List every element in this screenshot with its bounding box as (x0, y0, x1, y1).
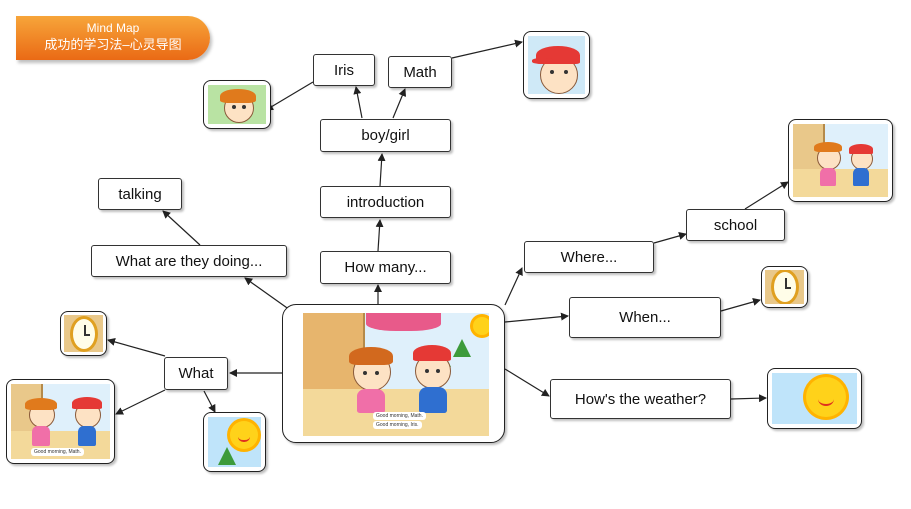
sun-thumb-right (767, 368, 862, 429)
arrow-whatdoing-talking (162, 210, 201, 246)
node-iris: Iris (313, 54, 375, 86)
arrow-weather-sun (730, 394, 767, 403)
node-when-label: When... (619, 309, 671, 326)
node-where-label: Where... (560, 248, 618, 266)
arrow-intro-boygirl (377, 153, 386, 187)
node-introduction: introduction (320, 186, 451, 218)
kids-scene-caption: Good morning, Math. (31, 448, 84, 456)
node-math: Math (388, 56, 452, 88)
arrow-center-when (504, 312, 569, 323)
node-how-many: How many... (320, 251, 451, 284)
arrow-where-school (653, 232, 687, 244)
sun-icon (230, 421, 258, 449)
clock-thumb-left (60, 311, 107, 356)
node-where: Where... (524, 241, 654, 273)
arrow-boygirl-iris (353, 86, 363, 119)
node-boy-girl: boy/girl (320, 119, 451, 152)
node-what: What (164, 357, 228, 390)
banner-title: Mind Map (86, 21, 140, 35)
node-how-many-label: How many... (344, 259, 427, 276)
node-talking: talking (98, 178, 182, 210)
node-what-doing-label: What are they doing... (115, 252, 263, 270)
banner-subtitle: 成功的学习法–心灵导图 (44, 37, 182, 52)
arrow-what-scene (115, 389, 166, 415)
arrow-iris-girlthumb (265, 81, 314, 111)
arrow-howmany-intro (375, 219, 384, 252)
node-weather: How's the weather? (550, 379, 731, 419)
arrow-what-sun (203, 390, 216, 413)
girl-face-thumb (203, 80, 271, 129)
mind-map-banner: Mind Map 成功的学习法–心灵导图 (16, 16, 210, 60)
node-what-label: What (178, 365, 214, 382)
node-iris-label: Iris (334, 61, 354, 79)
caption-line-1: Good morning, Math. (373, 412, 426, 420)
sun-icon (806, 377, 846, 417)
node-school: school (686, 209, 785, 241)
caption-line-2: Good morning, Iris. (373, 421, 422, 429)
arrow-center-whatdoing (244, 277, 291, 311)
school-scene-thumb (788, 119, 893, 202)
school-scene-icon (793, 124, 888, 197)
clock-thumb-right (761, 266, 808, 308)
central-scene-image: Good morning, Math. Good morning, Iris. (282, 304, 505, 443)
node-math-label: Math (403, 63, 437, 81)
boy-face-thumb (523, 31, 590, 99)
node-weather-label: How's the weather? (574, 390, 707, 408)
sun-thumb-left (203, 412, 266, 472)
arrow-school-thumb (744, 181, 789, 210)
arrow-boygirl-math (392, 88, 407, 119)
node-talking-label: talking (118, 185, 162, 203)
node-school-label: school (713, 216, 758, 234)
kids-scene-thumb: Good morning, Math. (6, 379, 115, 464)
node-introduction-label: introduction (346, 193, 425, 211)
arrow-math-boythumb (451, 39, 523, 59)
arrow-center-weather (504, 368, 550, 397)
node-what-are-they-doing: What are they doing... (91, 245, 287, 277)
arrow-when-clock (720, 298, 761, 312)
clock-icon (69, 315, 98, 352)
clock-icon (770, 270, 799, 304)
arrow-what-clock (107, 338, 166, 357)
arrow-center-where (504, 267, 523, 306)
node-when: When... (569, 297, 721, 338)
node-boy-girl-label: boy/girl (361, 127, 410, 144)
